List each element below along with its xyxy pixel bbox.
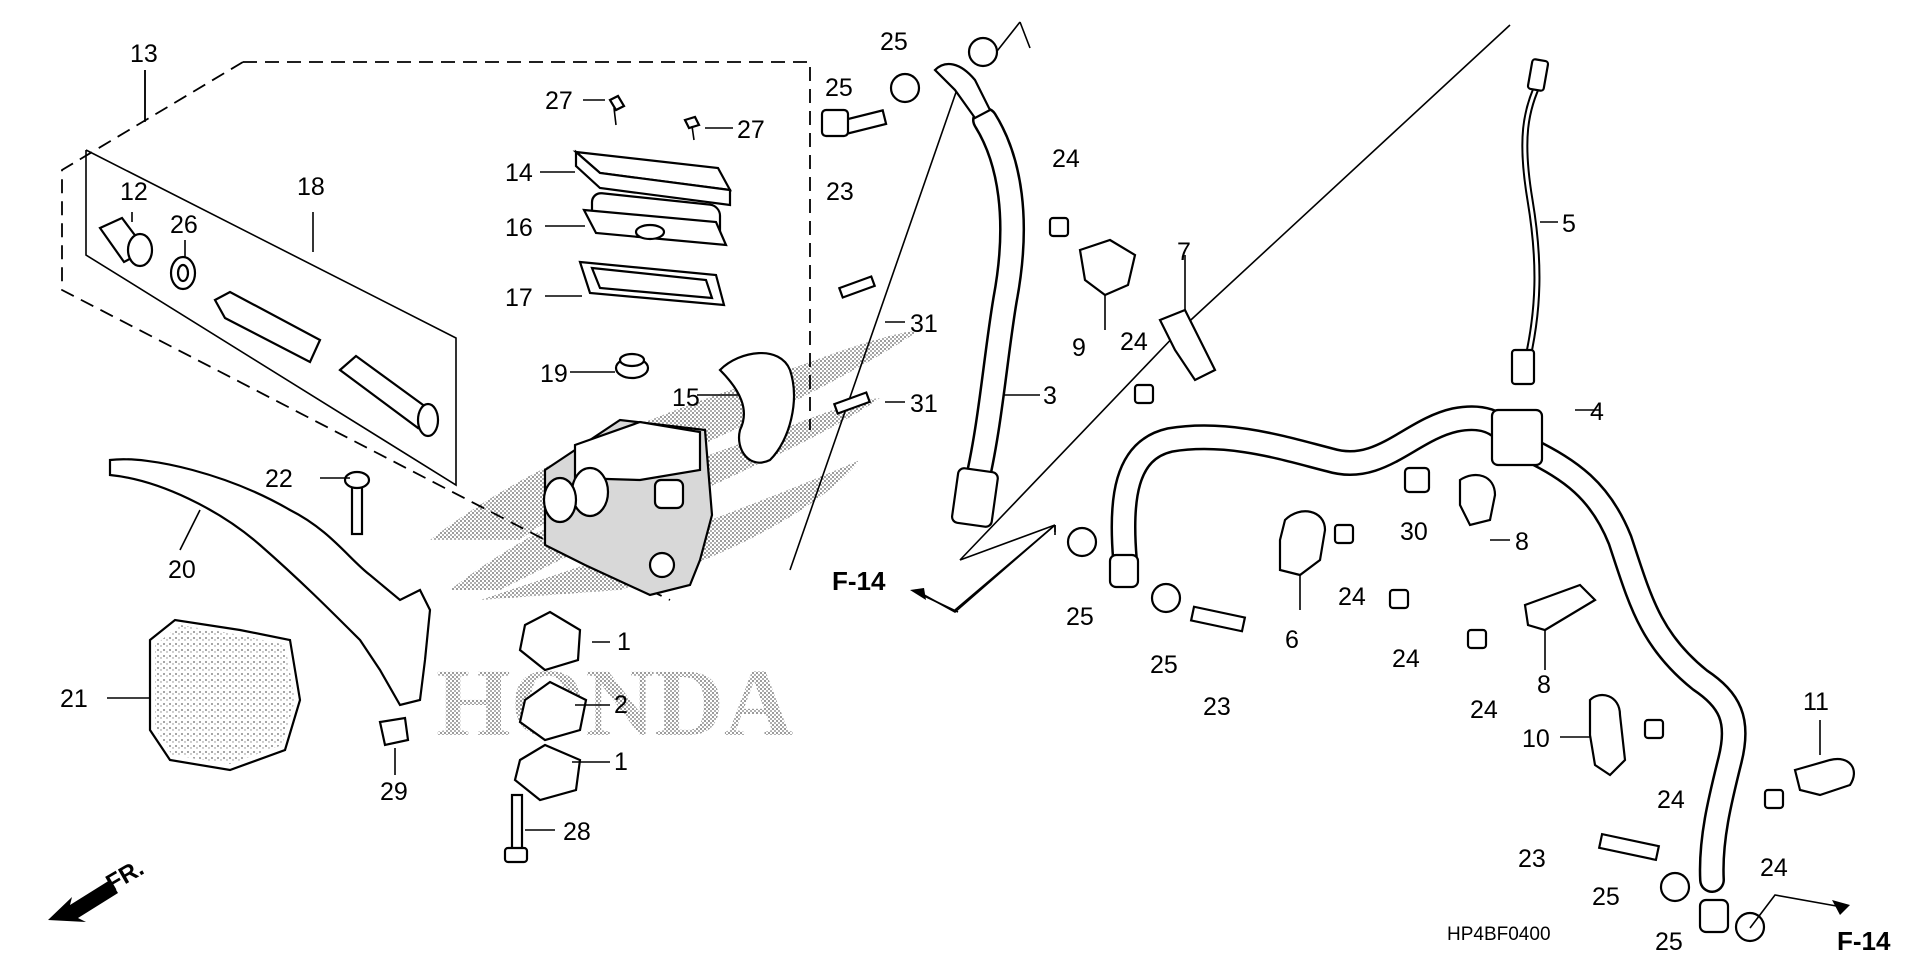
label-8b: 8 [1537,671,1551,699]
bolt-31a [837,275,877,299]
ref-left-group: F-14 [832,566,959,613]
label-10: 10 [1522,725,1550,753]
banjo-bolt-23-bottom [1597,832,1661,862]
label-2: 2 [614,691,628,719]
label-13: 13 [130,40,158,68]
washer-25e [1659,871,1691,903]
bolt-28 [503,793,529,864]
label-11: 11 [1803,688,1829,716]
banjo-bolt-23-top [820,108,888,138]
brake-lever-20 [108,458,432,707]
boot-15 [718,352,796,464]
label-1b: 1 [614,748,628,776]
label-24f: 24 [1657,786,1685,814]
label-25b: 25 [825,74,853,102]
ref-left: F-14 [832,566,886,596]
clamp-11 [1793,757,1855,797]
clamp-8-top [1458,473,1497,527]
label-31a: 31 [910,310,938,338]
switches [513,610,588,802]
label-24d: 24 [1392,645,1420,673]
ref-right-group: F-14 [1749,894,1891,956]
label-23a: 23 [826,178,854,206]
label-24b: 24 [1120,328,1148,356]
label-16: 16 [505,214,533,242]
label-25e: 25 [1592,883,1620,911]
washer-25a [967,36,999,68]
label-20: 20 [168,556,196,584]
callout-leaders [107,99,1821,831]
label-12: 12 [120,178,148,206]
label-29: 29 [380,778,408,806]
clamp-7 [1158,308,1217,382]
label-9: 9 [1072,334,1086,362]
washer-25d [1150,582,1182,614]
bolt-30 [1403,466,1431,494]
washer-25c [1066,526,1098,558]
master-cylinder-body [542,418,714,597]
label-28: 28 [563,818,591,846]
washer-25b [889,72,921,104]
reservoir-cap-parts [572,94,733,380]
label-24a: 24 [1052,145,1080,173]
label-25a: 25 [880,28,908,56]
label-30: 30 [1400,518,1428,546]
ref-right: F-14 [1837,926,1891,956]
label-7: 7 [1177,238,1191,266]
label-25c: 25 [1066,603,1094,631]
diagram-code: HP4BF0400 [1447,924,1551,945]
clamp-9 [1078,238,1137,297]
label-23c: 23 [1518,845,1546,873]
nut-29 [378,716,410,747]
label-6: 6 [1285,626,1299,654]
label-3: 3 [1043,382,1057,410]
label-23b: 23 [1203,693,1231,721]
bolt-31b [832,391,872,415]
label-4: 4 [1590,398,1604,426]
label-15: 15 [672,384,700,412]
brake-pipe-5 [1510,58,1550,386]
banjo-bolt-23-mid [1189,605,1247,633]
label-26: 26 [170,211,198,239]
label-18: 18 [297,173,325,201]
banjo-fitting-bottom [1698,898,1730,934]
label-31b: 31 [910,390,938,418]
label-17: 17 [505,284,533,312]
label-14: 14 [505,159,533,187]
banjo-fitting-mid [1108,553,1140,589]
label-27a: 27 [545,87,573,115]
label-24g: 24 [1760,854,1788,882]
label-21: 21 [60,685,88,713]
callout-labels: 1 1 2 3 4 5 6 7 8 8 9 10 11 12 13 14 15 … [60,28,1829,956]
label-22: 22 [265,465,293,493]
pivot-bolt-22 [343,470,371,536]
label-25f: 25 [1655,928,1683,956]
front-direction-arrow: FR. [48,854,148,922]
piston-kit-18 [98,216,440,438]
label-24e: 24 [1470,696,1498,724]
brake-hose-3 [933,62,1025,528]
label-8: 8 [1515,528,1529,556]
label-19: 19 [540,360,568,388]
clamp-6 [1278,510,1327,577]
bolts-24 [1048,216,1785,810]
honda-logo-text: HONDA [436,649,793,756]
clamp-10 [1588,693,1627,777]
clamp-8-bottom [1523,583,1597,632]
label-5: 5 [1562,210,1576,238]
brake-hose-4 [1110,405,1747,893]
label-1: 1 [617,628,631,656]
label-25d: 25 [1150,651,1178,679]
label-24c: 24 [1338,583,1366,611]
label-27b: 27 [737,116,765,144]
